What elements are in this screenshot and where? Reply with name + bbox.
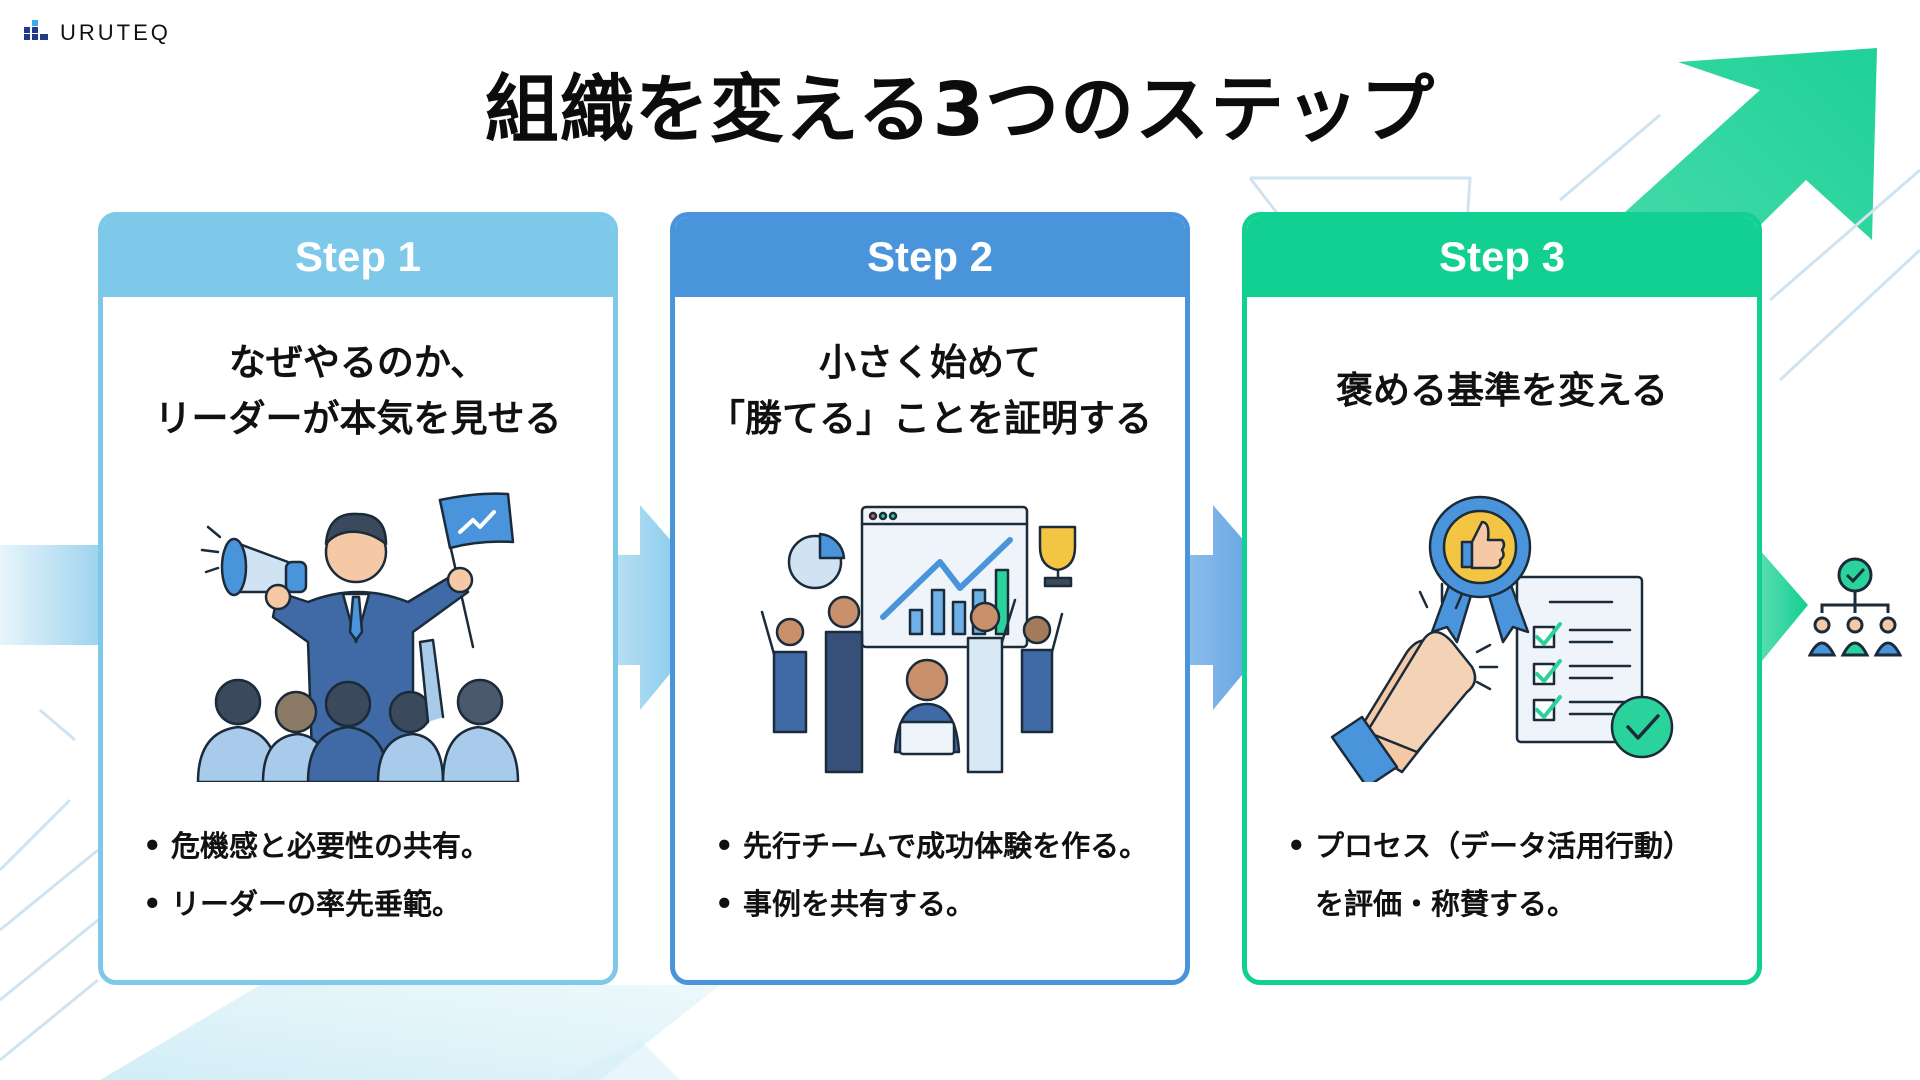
bullet-item: •プロセス（データ活用行動） <box>1287 829 1693 863</box>
bullet-list: •プロセス（データ活用行動） を評価・称賛する。 <box>1287 817 1737 933</box>
step-card-1: Step 1 なぜやるのか、 リーダーが本気を見せる <box>98 212 618 985</box>
team-celebrating-growth-chart-illustration <box>675 482 1185 792</box>
page-title: 組織を変える3つのステップ <box>484 67 1436 153</box>
bullet-list: •先行チームで成功体験を作る。 •事例を共有する。 <box>715 817 1165 933</box>
step-headline: なぜやるのか、 リーダーが本気を見せる <box>103 335 613 447</box>
bullet-item: •リーダーの率先垂範。 <box>143 887 462 921</box>
line-decoration <box>0 113 1920 1062</box>
bullet-list: •危機感と必要性の共有。 •リーダーの率先垂範。 <box>143 817 593 933</box>
step-headline: 褒める基準を変える <box>1247 335 1757 447</box>
brand-logo: URUTEQ <box>24 20 171 46</box>
left-band <box>0 545 98 645</box>
applause-award-checklist-illustration <box>1247 482 1757 792</box>
bar-blocks-logo-icon <box>24 20 48 40</box>
organization-hierarchy-check-icon <box>1808 557 1902 657</box>
bullet-item: •危機感と必要性の共有。 <box>143 829 491 863</box>
step-header: Step 2 <box>675 217 1185 297</box>
brand-name: URUTEQ <box>60 20 171 45</box>
headline-line: 小さく始めて <box>819 341 1041 384</box>
headline-line: 褒める基準を変える <box>1336 369 1668 412</box>
leader-megaphone-flag-illustration <box>103 482 613 792</box>
step-card-3: Step 3 褒める基準を変える <box>1242 212 1762 985</box>
step-card-2: Step 2 小さく始めて 「勝てる」ことを証明する <box>670 212 1190 985</box>
headline-line: 「勝てる」ことを証明する <box>708 397 1152 440</box>
bullet-item-continuation: を評価・称賛する。 <box>1315 887 1577 921</box>
bullet-item: •先行チームで成功体験を作る。 <box>715 829 1149 863</box>
step-headline: 小さく始めて 「勝てる」ことを証明する <box>675 335 1185 447</box>
step-header: Step 1 <box>103 217 613 297</box>
bullet-item: •事例を共有する。 <box>715 887 976 921</box>
headline-line: なぜやるのか、 <box>228 341 488 384</box>
step-header: Step 3 <box>1247 217 1757 297</box>
headline-line: リーダーが本気を見せる <box>154 397 562 440</box>
